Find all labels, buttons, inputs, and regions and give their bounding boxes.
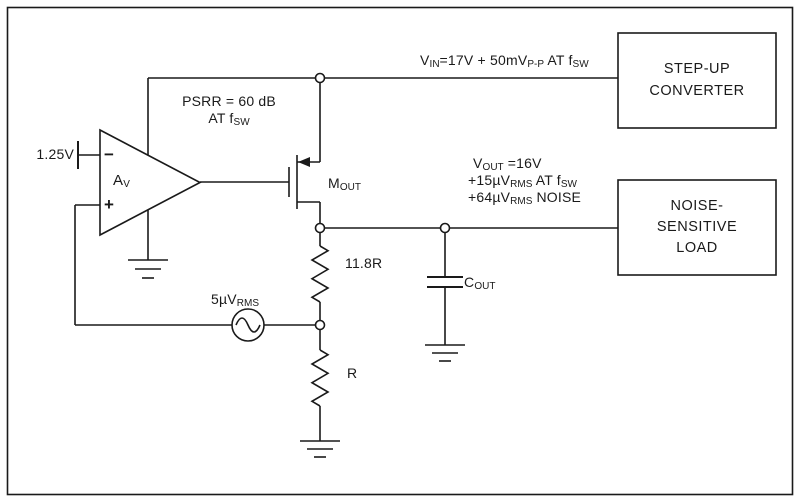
opamp-minus-sign: − xyxy=(104,145,115,164)
psrr-label-line1: PSRR = 60 dB xyxy=(182,93,276,109)
opamp-gain-label: AV xyxy=(113,172,130,190)
noise-sensitive-load-label: NOISE- SENSITIVE LOAD xyxy=(618,180,776,275)
vout-label-line2: +15µVRMS AT fSW xyxy=(468,172,577,190)
resistor-r1 xyxy=(310,245,330,303)
stepup-converter-box xyxy=(617,32,777,129)
resistor-bottom-label: R xyxy=(347,365,358,381)
opamp-plus-sign: + xyxy=(104,195,115,214)
mosfet-label: MOUT xyxy=(328,175,361,193)
node-vout xyxy=(314,222,326,234)
node-feedback xyxy=(314,319,326,331)
stepup-line2: CONVERTER xyxy=(649,82,745,99)
stepup-line1: STEP-UP xyxy=(663,61,731,78)
noise-sensitive-load-box xyxy=(617,179,777,276)
opamp-triangle xyxy=(99,128,202,237)
load-line3: LOAD xyxy=(676,240,718,256)
vout-label-line3: +64µVRMS NOISE xyxy=(468,189,582,207)
load-line2: SENSITIVE xyxy=(656,218,738,235)
resistor-top-label: 11.8R xyxy=(345,255,383,271)
node-cout xyxy=(439,222,451,234)
noise-source-sine-icon xyxy=(235,317,261,333)
mosfet-arrow-icon xyxy=(298,157,310,167)
border-frame xyxy=(6,6,794,496)
psrr-label-line2: AT fSW xyxy=(208,110,250,128)
vin-label: VIN=17V + 50mVP-P AT fSW xyxy=(420,52,589,70)
vref-label: 1.25V xyxy=(36,146,74,162)
load-line1: NOISE- xyxy=(670,197,724,214)
noise-source-label: 5µVRMS xyxy=(211,291,260,309)
cout-label: COUT xyxy=(464,274,496,292)
node-vin xyxy=(314,72,326,84)
vout-label-line1: VOUT =16V xyxy=(473,155,542,173)
stepup-converter-label: STEP-UP CONVERTER xyxy=(618,33,776,128)
resistor-r2 xyxy=(310,349,330,407)
